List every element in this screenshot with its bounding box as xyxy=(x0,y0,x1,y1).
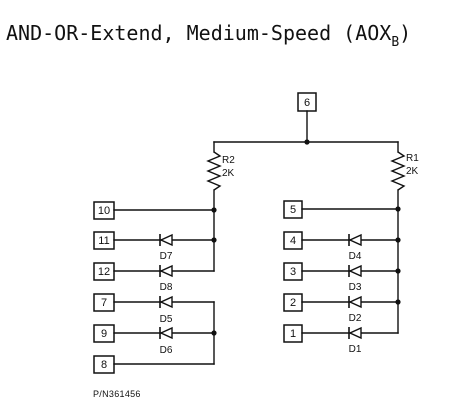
title-close: ) xyxy=(399,21,411,45)
diode-label-d4: D4 xyxy=(349,251,362,262)
pin-number-5: 5 xyxy=(290,204,296,216)
resistor-r1-id: R1 xyxy=(406,153,419,164)
diode-label-d5: D5 xyxy=(160,314,173,325)
pin-number-11: 11 xyxy=(98,235,109,247)
diode-label-d8: D8 xyxy=(160,282,173,293)
diode-label-d3: D3 xyxy=(349,282,362,293)
diode-d4 xyxy=(348,233,362,247)
diode-label-d1: D1 xyxy=(349,344,362,355)
diode-label-d7: D7 xyxy=(160,251,173,262)
pin-number-6: 6 xyxy=(304,97,310,109)
resistor-r1-value: 2K xyxy=(406,166,419,177)
diode-d3 xyxy=(348,264,362,278)
pin-number-12: 12 xyxy=(98,266,110,278)
diode-d7 xyxy=(159,233,173,247)
junction-dot-vcc xyxy=(304,139,310,145)
diode-label-d2: D2 xyxy=(349,313,362,324)
diagram-title: AND-OR-Extend, Medium-Speed (AOXB) xyxy=(6,21,411,50)
pin-number-2: 2 xyxy=(290,297,296,309)
diode-d1 xyxy=(348,326,362,340)
title-main: AND-OR-Extend, Medium-Speed (AOX xyxy=(6,21,391,45)
pin-number-8: 8 xyxy=(101,359,107,371)
part-number: P/N361456 xyxy=(93,389,141,399)
diode-d2 xyxy=(348,295,362,309)
diode-d8 xyxy=(159,264,173,278)
pin-number-10: 10 xyxy=(98,205,110,217)
resistor-r2-value: 2K xyxy=(222,168,235,179)
pin-number-4: 4 xyxy=(290,235,296,247)
title-subscript: B xyxy=(391,35,399,50)
junction-dot-extend xyxy=(211,330,217,336)
pin-number-3: 3 xyxy=(290,266,296,278)
pin-number-1: 1 xyxy=(290,328,296,340)
diode-d6 xyxy=(159,326,173,340)
pin-number-7: 7 xyxy=(101,297,107,309)
diode-d5 xyxy=(159,295,173,309)
resistor-r1 xyxy=(390,151,406,191)
pin-number-9: 9 xyxy=(101,328,107,340)
resistor-r2-id: R2 xyxy=(222,155,235,166)
resistor-r2 xyxy=(206,151,222,191)
diode-label-d6: D6 xyxy=(160,345,173,356)
